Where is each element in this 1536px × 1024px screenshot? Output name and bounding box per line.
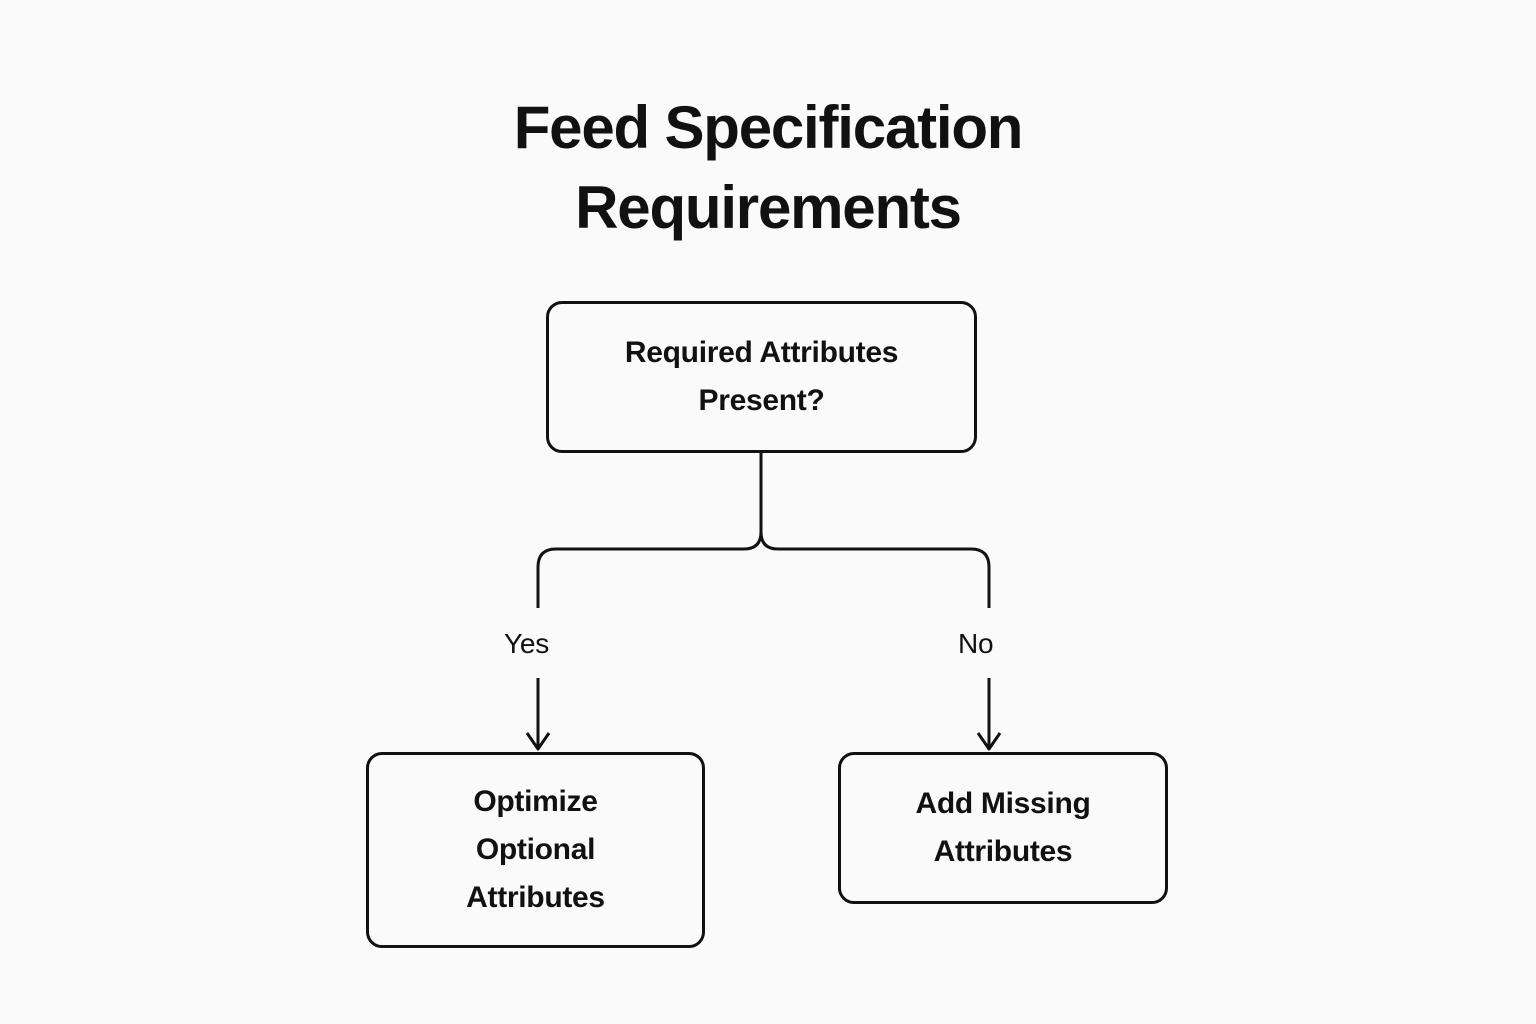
process-node-optimize-optional-attributes[interactable]: Optimize Optional Attributes	[366, 752, 705, 948]
edge-label-yes: Yes	[504, 628, 550, 659]
edge-label-no: No	[958, 628, 994, 659]
edge-split-stem	[536, 453, 763, 608]
edge-yes-arrowhead	[525, 732, 551, 751]
edge-split-stem-right	[759, 531, 991, 608]
decision-node-required-attributes-present[interactable]: Required Attributes Present?	[546, 301, 977, 453]
page-title: Feed Specification Requirements	[513, 94, 1024, 241]
edge-no-arrowhead	[976, 732, 1002, 751]
process-node-add-missing-attributes[interactable]: Add Missing Attributes	[838, 752, 1168, 904]
